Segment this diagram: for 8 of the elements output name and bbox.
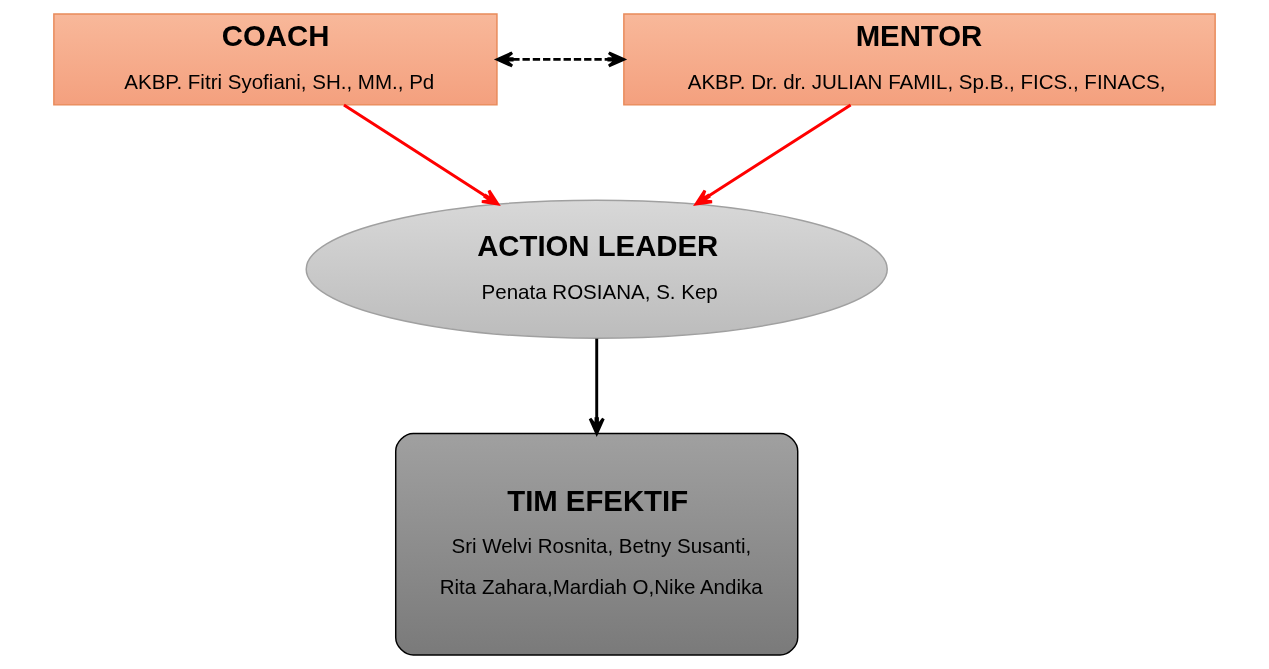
arrow <box>343 103 500 206</box>
node-ellipse: ACTION LEADER Penata ROSIANA, S. Kep <box>305 199 888 339</box>
node-box: MENTOR AKBP. Dr. dr. JULIAN FAMIL, Sp.B., FICS., FINACS, <box>623 13 1216 106</box>
arrow <box>694 103 852 206</box>
node-box: TIM EFEKTIF Sri Welvi Rosnita, Betny Susanti, Rita Zahara,Mardiah O,Nike Andika <box>395 432 799 656</box>
node-box: COACH AKBP. Fitri Syofiani, SH., MM., Pd <box>53 13 498 106</box>
arrow <box>588 338 605 435</box>
arrow <box>495 51 626 68</box>
